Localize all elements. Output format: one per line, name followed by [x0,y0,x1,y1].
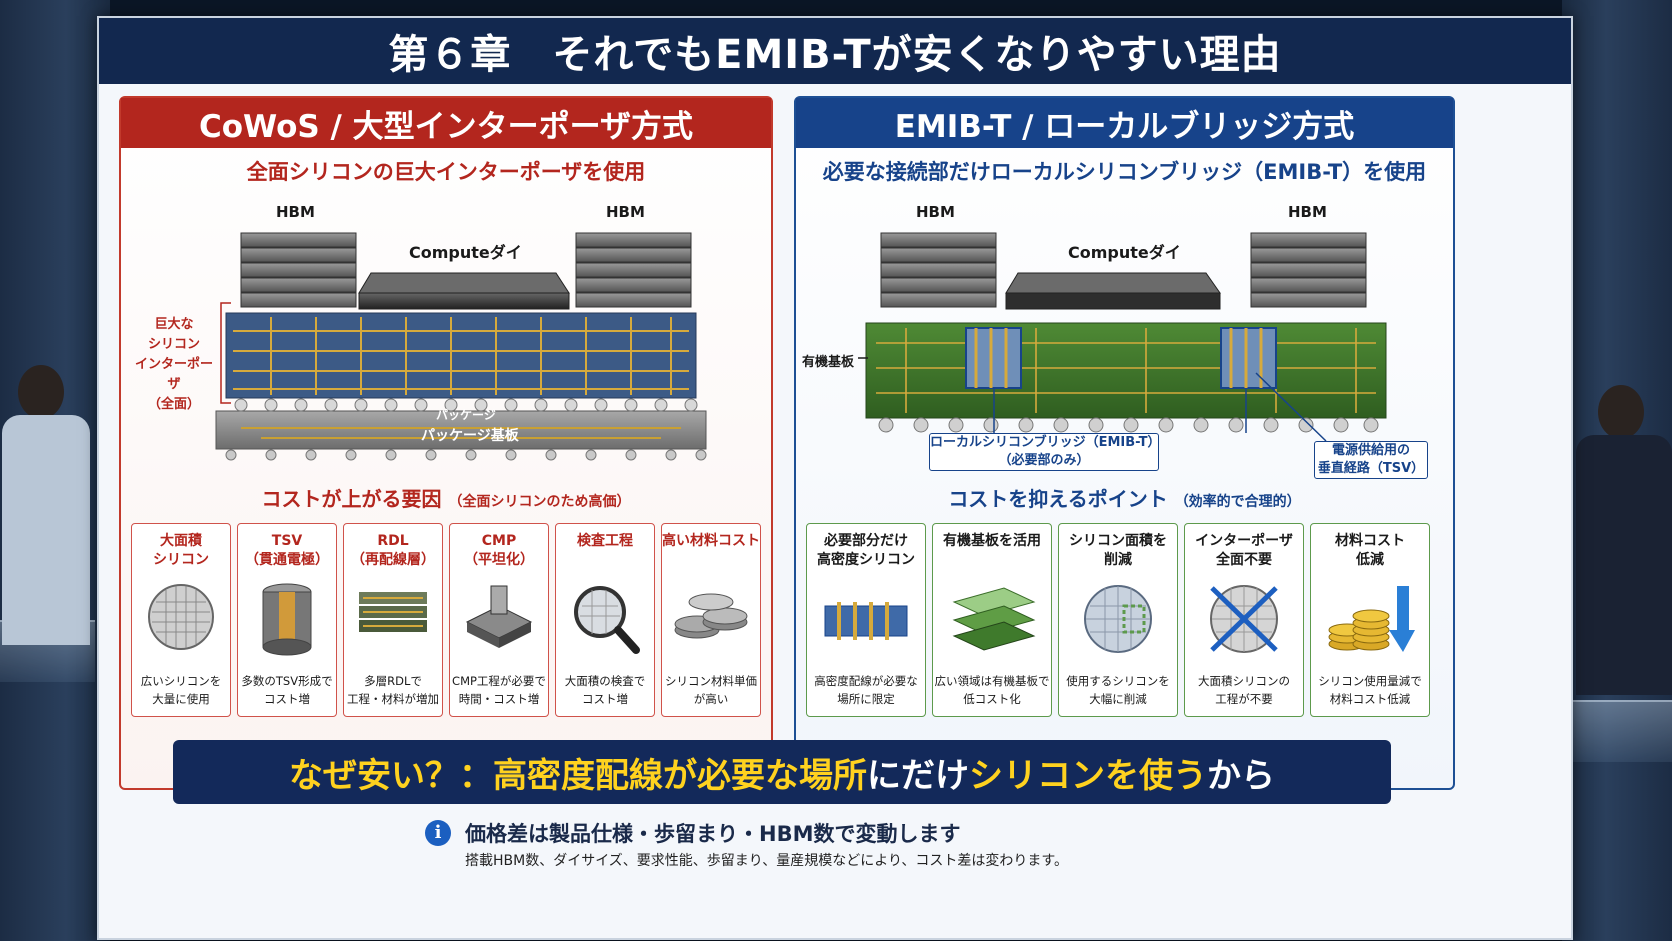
cowos-cost-cards: 大面積シリコン 広いシリコンを大量に使用 TSV（貫通電極） 多数のTSV形成で… [131,523,761,717]
display-case [1572,700,1672,762]
cowos-header: CoWoS / 大型インターポーザ方式 [121,98,771,148]
organic-substrate-icon [944,582,1040,656]
emib-cost-title: コストを抑えるポイント （効率的で合理的） [948,487,1301,511]
emib-package-illustration [858,232,1387,442]
wafer-stack-icon [671,582,751,650]
emib-panel: EMIB-T / ローカルブリッジ方式 必要な接続部だけローカルシリコンブリッジ… [794,96,1455,790]
card-local-silicon: 必要部分だけ高密度シリコン 高密度配線が必要な場所に限定 [806,523,926,717]
tsv-icon [257,582,317,661]
hbm-left-label: HBM [916,203,955,221]
cowos-diagram: HBM HBM Computeダイ 巨大な シリコン インターポーザ （全面） … [121,193,771,487]
page-title: 第６章 それでもEMIB-Tが安くなりやすい理由 [388,32,1282,78]
title-bar: 第６章 それでもEMIB-Tが安くなりやすい理由 [99,18,1571,84]
card-material-reduction: 材料コスト低減 シリコン使用量減で材料コスト低減 [1310,523,1430,717]
organic-substrate-label: 有機基板 [802,355,855,370]
footnote-detail: 搭載HBM数、ダイサイズ、要求性能、歩留まり、量産規模などにより、コスト差は変わ… [465,853,1068,869]
banner-part2: 必要な場所 [697,755,867,796]
tsv-callout: 電源供給用の 垂直経路（TSV） [1314,441,1428,479]
interposer-callout: 巨大な シリコン インターポーザ （全面） [134,317,213,412]
card-inspection: 検査工程 大面積の検査でコスト増 [555,523,655,717]
banner-part4: シリコンを使う [969,755,1207,796]
footnote-title: 価格差は製品仕様・歩留まり・HBM数で変動します [465,822,961,846]
summary-banner: なぜ安い？：高密度配線が必要な場所にだけシリコンを使うから [173,740,1391,804]
cowos-package-illustration [215,232,707,461]
coins-down-icon [1325,582,1415,660]
wafer-icon [146,582,216,656]
emib-header: EMIB-T / ローカルブリッジ方式 [796,98,1453,148]
card-reduce-silicon: シリコン面積を削減 使用するシリコンを大幅に削減 [1058,523,1178,717]
cowos-panel: CoWoS / 大型インターポーザ方式 全面シリコンの巨大インターポーザを使用 [119,96,773,790]
card-cmp: CMP（平坦化） CMP工程が必要で時間・コスト増 [449,523,549,717]
bridge-callout: ローカルシリコンブリッジ（EMIB-T） （必要部のみ） [929,433,1161,471]
cowos-cost-title: コストが上がる要因 （全面シリコンのため高価） [261,487,631,511]
hbm-left-label: HBM [276,203,315,221]
rdl-icon [355,582,431,646]
emib-diagram: HBM HBM Computeダイ 有機基板 ローカルシリコンブリッジ（EMIB… [796,193,1453,487]
cmp-icon [461,582,537,656]
hbm-right-label: HBM [606,203,645,221]
info-icon: i [425,820,451,846]
card-material-cost: 高い材料コスト シリコン材料単価が高い [661,523,761,717]
crossed-wafer-icon [1204,582,1284,660]
magnifier-icon [570,582,640,658]
cowos-subtitle: 全面シリコンの巨大インターポーザを使用 [246,160,646,184]
package-substrate-label: パッケージ基板 [421,428,519,444]
card-no-interposer: インターポーザ全面不要 大面積シリコンの工程が不要 [1184,523,1304,717]
presentation-board: 第６章 それでもEMIB-Tが安くなりやすい理由 CoWoS / 大型インターポ… [97,16,1573,940]
emib-cost-cards: 必要部分だけ高密度シリコン 高密度配線が必要な場所に限定 有機基板を活用 広い領… [806,523,1430,717]
bridge-icon [821,596,911,650]
compute-die-label: Computeダイ [1068,243,1181,262]
reduced-wafer-icon [1078,582,1158,660]
card-large-silicon: 大面積シリコン 広いシリコンを大量に使用 [131,523,231,717]
banner-part5: から [1207,755,1275,796]
emib-subtitle: 必要な接続部だけローカルシリコンブリッジ（EMIB-T）を使用 [822,160,1427,184]
card-organic-substrate: 有機基板を活用 広い領域は有機基板で低コスト化 [932,523,1052,717]
hbm-right-label: HBM [1288,203,1327,221]
card-rdl: RDL（再配線層） 多層RDLで工程・材料が増加 [343,523,443,717]
card-tsv: TSV（貫通電極） 多数のTSV形成でコスト増 [237,523,337,717]
banner-part3: にだけ [867,755,969,796]
compute-die-label: Computeダイ [409,243,522,262]
package-top-label: パッケージ [436,408,496,422]
banner-part1: なぜ安い？：高密度配線が [289,755,697,796]
